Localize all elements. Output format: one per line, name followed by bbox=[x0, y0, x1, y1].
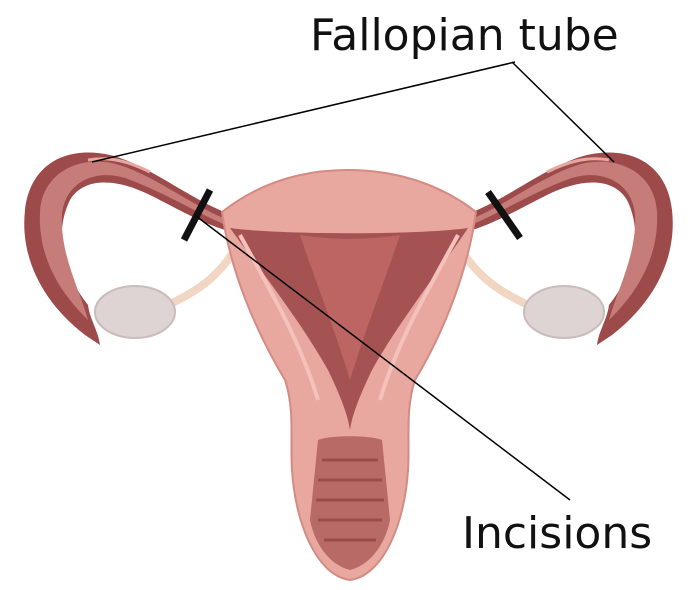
left-ovarian-ligament bbox=[168, 245, 238, 305]
fallopian-tube-leader-right bbox=[512, 62, 614, 162]
incisions-label: Incisions bbox=[462, 512, 652, 556]
uterus bbox=[222, 170, 476, 580]
fallopian-tube-leader-left bbox=[92, 62, 515, 162]
left-ovary bbox=[95, 286, 175, 338]
right-ovary bbox=[524, 286, 604, 338]
fallopian-tube-label: Fallopian tube bbox=[310, 14, 619, 58]
